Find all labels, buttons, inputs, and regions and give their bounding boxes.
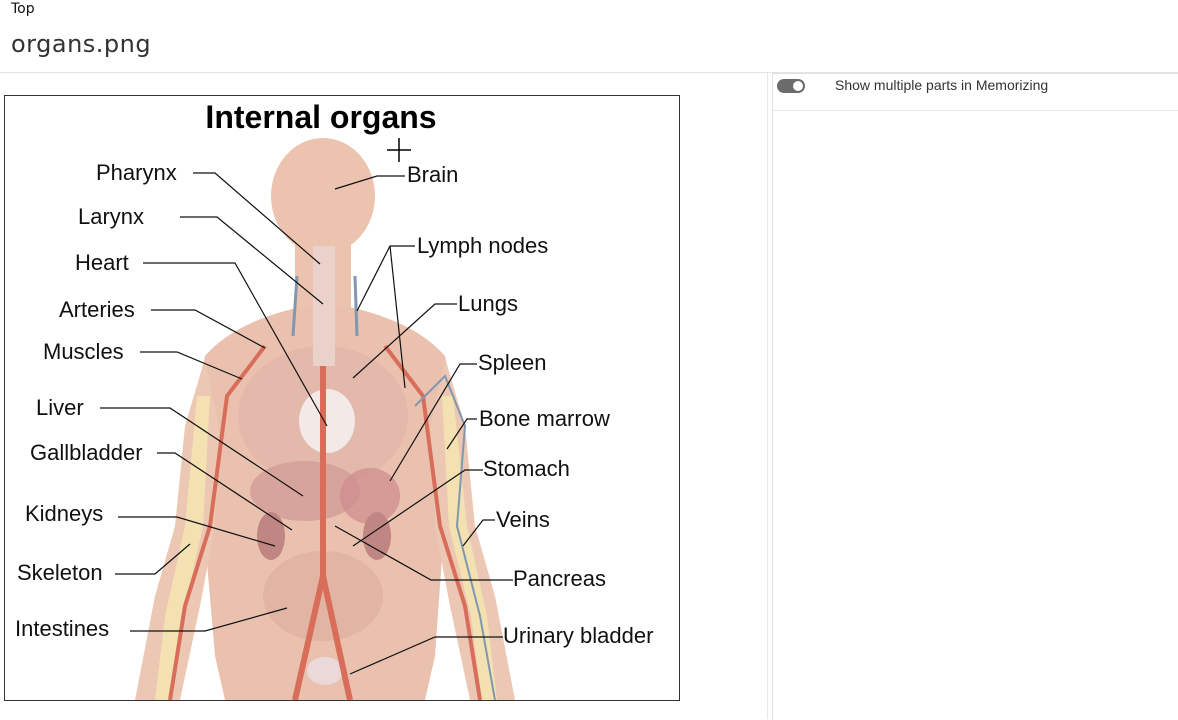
head [271, 138, 375, 254]
image-pane: Internal organs [0, 73, 768, 719]
label-liver[interactable]: Liver [36, 395, 84, 420]
label-pancreas[interactable]: Pancreas [513, 566, 606, 591]
arm-artery-left [168, 344, 267, 700]
label-veins[interactable]: Veins [496, 507, 550, 532]
stomach-shape [340, 468, 400, 524]
intestines-shape [263, 551, 383, 641]
leader-lines [100, 172, 513, 675]
arm-vein-right [414, 374, 496, 700]
crosshair-cursor-icon [387, 138, 411, 162]
label-pharynx[interactable]: Pharynx [96, 160, 177, 185]
memorize-toggle-label: Show multiple parts in Memorizing [835, 77, 1049, 93]
side-panel: Show multiple parts in Memorizing [772, 73, 1178, 720]
side-panel-header: Show multiple parts in Memorizing [773, 74, 1178, 111]
kidney-left [257, 512, 285, 560]
label-skeleton[interactable]: Skeleton [17, 560, 103, 585]
heart-shape [299, 389, 355, 453]
label-heart[interactable]: Heart [75, 250, 129, 275]
label-larynx[interactable]: Larynx [78, 204, 144, 229]
left-bone [155, 396, 210, 700]
label-kidneys[interactable]: Kidneys [25, 501, 103, 526]
label-stomach[interactable]: Stomach [483, 456, 570, 481]
top-divider [0, 72, 1178, 73]
liver-shape [250, 461, 360, 521]
label-lungs[interactable]: Lungs [458, 291, 518, 316]
kidney-right [363, 512, 391, 560]
label-brain[interactable]: Brain [407, 162, 458, 187]
label-gallbladder[interactable]: Gallbladder [30, 440, 143, 465]
file-title: organs.png [11, 30, 152, 58]
memorize-toggle[interactable] [777, 79, 805, 93]
label-intestines[interactable]: Intestines [15, 616, 109, 641]
top-link[interactable]: Top [11, 1, 35, 17]
aorta [292, 346, 353, 700]
pane-divider[interactable] [767, 73, 768, 719]
label-lymph-nodes[interactable]: Lymph nodes [417, 233, 548, 258]
label-arteries[interactable]: Arteries [59, 297, 135, 322]
label-muscles[interactable]: Muscles [43, 339, 124, 364]
label-urinary-bladder[interactable]: Urinary bladder [503, 623, 653, 648]
toggle-knob [793, 81, 803, 91]
label-spleen[interactable]: Spleen [478, 350, 547, 375]
right-bone [442, 396, 497, 700]
body-silhouette [135, 138, 515, 700]
trachea [313, 246, 335, 366]
organs-image[interactable]: Internal organs [4, 95, 680, 701]
neck-lymph [291, 275, 359, 337]
bladder-shape [307, 657, 343, 685]
organs-diagram: Internal organs [15, 99, 653, 700]
label-bone-marrow[interactable]: Bone marrow [479, 406, 610, 431]
diagram-title: Internal organs [205, 99, 436, 135]
